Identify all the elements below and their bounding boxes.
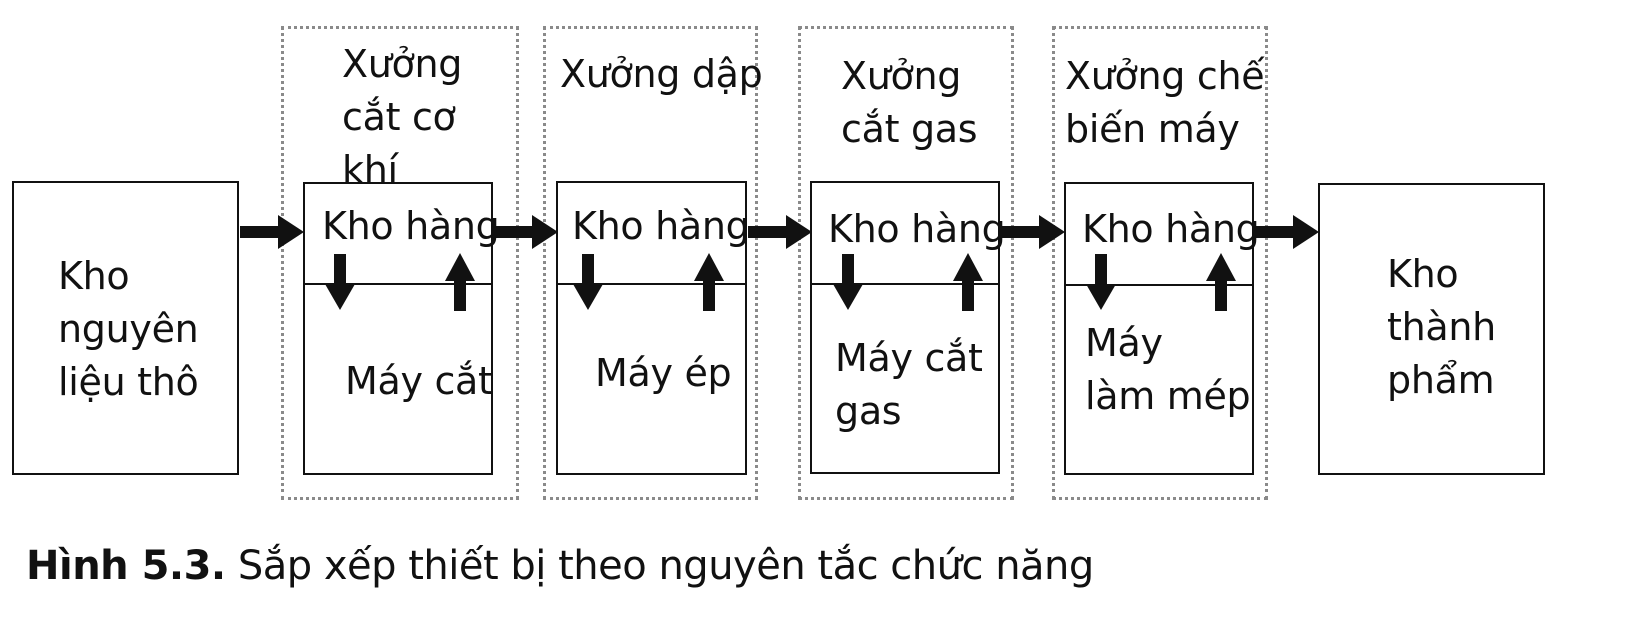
arrow-store-to-machine-1 [325,254,355,310]
arrow-store-to-machine-4 [1086,254,1116,310]
arrow-machine-to-store-4 [1206,253,1236,311]
arrow-workshop-1-to-workshop-2 [494,215,558,249]
workshop-1-store-label: Kho hàng [322,204,500,248]
workshop-1-machine-label: Máy cắt [345,359,493,403]
workshop-4-store-label: Kho hàng [1082,207,1260,251]
arrow-workshop-3-to-workshop-4 [1001,215,1065,249]
workshop-3-frame [798,26,1014,500]
arrow-store-to-machine-2 [573,254,603,310]
finished-goods-storage-label: Kho thành phẩm [1387,252,1496,402]
workshop-2-title: Xưởng dập [560,52,763,96]
workshop-4-title: Xưởng chế biến máy [1065,54,1265,151]
workshop-2-store-label: Kho hàng [572,204,750,248]
arrow-workshop-4-to-finished [1255,215,1319,249]
workshop-2-unit [556,181,747,475]
workshop-3-store-label: Kho hàng [828,207,1006,251]
arrow-machine-to-store-2 [694,253,724,311]
workshop-2-divider [556,283,747,285]
workshop-4-unit [1064,182,1254,475]
workshop-3-unit [810,181,1000,474]
workshop-3-title: Xưởng cắt gas [841,54,978,151]
workshop-1-title: Xưởng cắt cơ khí [342,42,463,192]
arrow-raw-to-workshop-1 [240,215,304,249]
workshop-2-machine-label: Máy ép [595,351,732,395]
workshop-1-frame [281,26,519,500]
arrow-store-to-machine-3 [833,254,863,310]
arrow-machine-to-store-3 [953,253,983,311]
figure-number: Hình 5.3. [26,543,226,589]
figure-caption-text: Sắp xếp thiết bị theo nguyên tắc chức nă… [237,543,1094,589]
workshop-1-divider [303,283,493,285]
raw-material-storage-box [12,181,239,475]
arrow-machine-to-store-1 [445,253,475,311]
workshop-4-divider [1064,284,1254,286]
figure-caption: Hình 5.3. Sắp xếp thiết bị theo nguyên t… [26,540,1094,592]
finished-goods-storage-box [1318,183,1545,475]
workshop-2-frame [543,26,758,500]
workshop-3-divider [810,283,1000,285]
workshop-1-unit [303,182,493,475]
raw-material-storage-label: Kho nguyên liệu thô [58,254,199,404]
workshop-4-machine-label: Máy làm mép [1085,321,1251,418]
arrow-workshop-2-to-workshop-3 [748,215,812,249]
workshop-4-frame [1052,26,1268,500]
workshop-3-machine-label: Máy cắt gas [835,336,983,433]
